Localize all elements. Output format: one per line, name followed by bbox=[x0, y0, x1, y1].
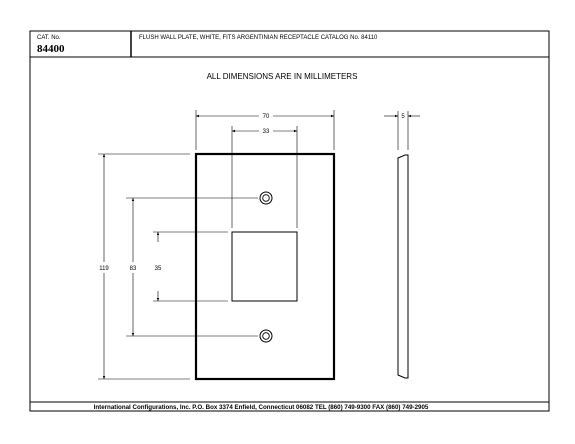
receptacle-opening bbox=[231, 231, 298, 302]
dim-width-group: 70 bbox=[195, 110, 335, 150]
dim-screw-spacing-group: 83 bbox=[126, 197, 258, 337]
dim-opening-width: 33 bbox=[263, 129, 270, 135]
company-footer: International Configurations, Inc. P.O. … bbox=[94, 404, 429, 411]
dim-opening-width-group: 33 bbox=[231, 126, 298, 228]
dim-height-group: 119 bbox=[98, 153, 190, 380]
dim-depth: 5 bbox=[401, 114, 405, 120]
side-profile bbox=[397, 154, 409, 379]
cat-number: 84400 bbox=[37, 43, 65, 55]
top-screw-hole bbox=[259, 191, 273, 205]
dim-width: 70 bbox=[263, 114, 270, 120]
cat-number-label: CAT. No. bbox=[37, 35, 61, 41]
dim-opening-height-group: 35 bbox=[153, 231, 228, 302]
title-block: CAT. No. 84400 FLUSH WALL PLATE, WHITE, … bbox=[30, 31, 549, 58]
units-note: ALL DIMENSIONS ARE IN MILLIMETERS bbox=[207, 72, 358, 81]
dim-screw-spacing: 83 bbox=[130, 266, 137, 272]
dim-height: 119 bbox=[99, 266, 109, 272]
plate-outline bbox=[194, 152, 336, 381]
sheet-border bbox=[29, 30, 550, 412]
bottom-screw-hole bbox=[259, 329, 273, 343]
plate-front-view bbox=[194, 152, 336, 381]
product-description: FLUSH WALL PLATE, WHITE, FITS ARGENTINIA… bbox=[139, 35, 378, 41]
dim-opening-height: 35 bbox=[155, 266, 162, 272]
plate-side-view: 5 bbox=[384, 111, 420, 379]
